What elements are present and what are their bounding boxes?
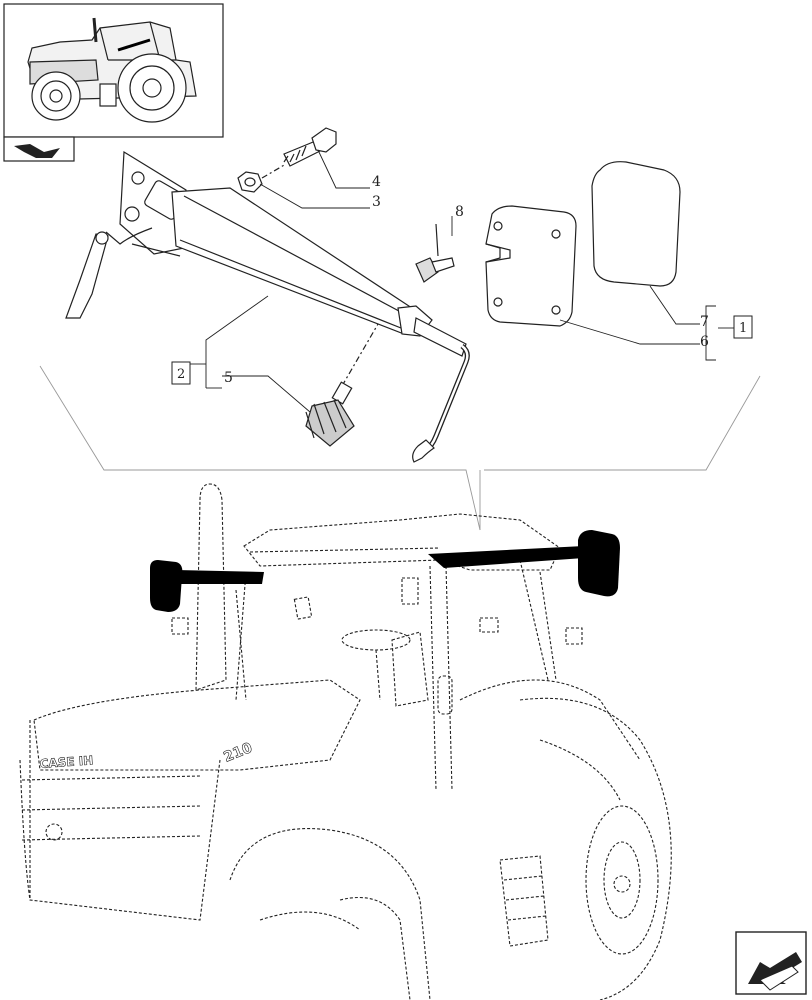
tractor-model-badge: 210 (222, 740, 255, 766)
arrow-book-icon (14, 144, 60, 158)
callout-8: 8 (455, 204, 464, 220)
callout-1: 1 (739, 321, 747, 336)
tractor-brand-logo: CASE IH (39, 753, 93, 771)
mirror-backplate-part-6 (485, 205, 577, 327)
callout-3: 3 (372, 194, 381, 210)
mirror-glass-part-7 (591, 161, 681, 287)
thumbnail-panel[interactable] (3, 3, 224, 162)
callout-4: 4 (372, 174, 381, 190)
mirror-arm-assembly (65, 150, 470, 463)
ref-box-1 (733, 315, 753, 339)
callout-6: 6 (700, 334, 709, 350)
callout-5: 5 (224, 370, 233, 386)
view-guide-lines (39, 365, 761, 531)
leader-lines (190, 149, 734, 413)
tractor-thumbnail-icon (27, 17, 197, 123)
callout-2: 2 (177, 367, 185, 382)
screw-part-8 (415, 223, 455, 283)
bolt-part-4 (283, 127, 337, 167)
tractor-illustration (19, 483, 672, 1000)
next-page-button[interactable] (735, 931, 807, 995)
callout-7: 7 (700, 314, 709, 330)
next-page-arrow-icon (748, 952, 802, 991)
knob-part-5 (305, 323, 379, 447)
highlight-mirror-arms (150, 530, 620, 612)
ref-box-2 (171, 361, 191, 385)
nut-part-3 (237, 163, 287, 193)
